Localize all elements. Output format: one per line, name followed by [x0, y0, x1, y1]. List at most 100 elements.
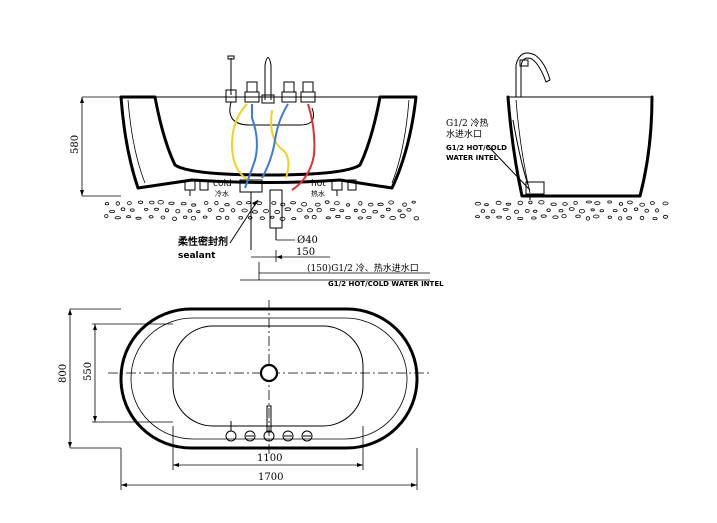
floor-pebble	[345, 216, 351, 220]
floor-pebble	[550, 202, 557, 206]
floor-pebble	[490, 209, 496, 214]
floor-pebble	[190, 215, 197, 221]
water-pipes	[230, 103, 316, 191]
floor-pebble	[361, 208, 367, 213]
sealant-leader	[229, 199, 259, 244]
floor-pebble	[594, 201, 601, 206]
floor-pebble	[517, 200, 523, 206]
pipe-diameter-label: Ø40	[297, 235, 318, 246]
valve-icon	[244, 430, 256, 442]
floor-pebble	[130, 208, 135, 212]
side-tub-outline	[506, 95, 654, 198]
side-floor-pebbles	[474, 200, 669, 221]
floor-pebble	[248, 215, 253, 220]
floor-pebble	[329, 207, 336, 211]
floor-pebble	[224, 203, 230, 207]
floor-pebble	[590, 208, 595, 212]
floor-pebble	[304, 215, 309, 219]
floor-pebble	[380, 214, 385, 218]
hot-pipe	[291, 103, 316, 191]
floor-pebble	[558, 209, 564, 213]
floor-pebble	[538, 200, 545, 205]
dim-550: 550	[83, 323, 173, 423]
floor-pebble	[175, 209, 181, 214]
floor-pebble	[480, 209, 486, 213]
floor-pebble	[399, 213, 406, 219]
floor-pebble	[505, 202, 512, 206]
floor-pebble	[561, 214, 567, 219]
floor-pebble	[389, 215, 396, 221]
floor-pebble	[612, 209, 618, 213]
floor-pebble	[290, 201, 297, 205]
floor-pebble	[377, 202, 384, 206]
floor-pebble	[274, 209, 281, 215]
floor-pebble	[562, 202, 568, 206]
floor-pebble	[263, 209, 269, 214]
floor-pebble	[662, 214, 669, 219]
floor-pebble	[126, 215, 132, 219]
front-feet	[184, 179, 357, 196]
floor-pebble	[314, 202, 321, 207]
floor-pebble	[316, 207, 322, 213]
floor-pebble	[357, 216, 363, 220]
floor-pebble	[138, 200, 144, 204]
inlet-en-label: G1/2 HOT/COLD WATER INTEL	[328, 280, 444, 288]
front-tub-outline	[119, 95, 418, 190]
floor-pebble	[203, 200, 209, 205]
floor-pebble	[135, 216, 142, 220]
floor-pebble	[271, 201, 277, 205]
floor-pebble	[214, 201, 219, 206]
floor-pebble	[413, 216, 420, 221]
top-tub-basin	[172, 325, 364, 427]
floor-pebble	[573, 200, 578, 205]
floor-pebble	[618, 216, 623, 221]
floor-pebble	[633, 207, 639, 211]
floor-pebble	[524, 208, 530, 213]
floor-pebble	[575, 214, 581, 218]
height-dimension: 580	[70, 96, 121, 197]
floor-pebble	[238, 216, 244, 220]
floor-pebble	[654, 208, 660, 213]
floor-pebble	[366, 216, 372, 219]
length-inner-label: 1100	[257, 453, 282, 464]
width-inner-label: 550	[83, 362, 94, 381]
floor-pebble	[495, 200, 502, 205]
floor-pebble	[114, 216, 121, 220]
floor-pebble	[171, 216, 177, 221]
cold-label-cn: 冷水	[215, 189, 229, 198]
floor-pebble	[546, 208, 551, 212]
dim-1700: 1700	[120, 448, 418, 490]
floor-pebble	[388, 200, 394, 205]
floor-pebble	[335, 214, 341, 219]
floor-pebble	[502, 207, 509, 211]
floor-pebble	[397, 209, 402, 213]
handheld-shower-icon	[225, 430, 237, 442]
floor-pebble	[120, 207, 126, 212]
floor-pebble	[202, 215, 208, 219]
floor-pebble	[540, 214, 547, 218]
floor-pebble	[607, 200, 612, 204]
floor-pebble	[148, 215, 154, 219]
top-faucet-row	[225, 405, 313, 442]
front-floor-pebbles	[104, 199, 420, 221]
floor-pebble	[650, 201, 655, 205]
floor-pebble	[104, 202, 110, 206]
inlet-cn-label: (150)G1/2 冷、热水进水口	[307, 262, 419, 274]
hot-label-cn: 热水	[311, 189, 325, 198]
floor-pebble	[639, 215, 645, 221]
side-inlet-cn-1: G1/2 冷热	[446, 117, 489, 129]
floor-pebble	[578, 208, 585, 214]
floor-pebble	[160, 215, 166, 220]
floor-pebble	[270, 215, 275, 219]
floor-pebble	[496, 215, 502, 219]
floor-pebble	[324, 200, 330, 204]
floor-pebble	[368, 202, 374, 207]
side-inlet-cn-2: 水进水口	[446, 128, 482, 140]
floor-pebble	[644, 208, 649, 213]
floor-pebble	[334, 201, 340, 206]
side-inlet-en-1: G1/2 HOT/COLD	[446, 144, 507, 152]
floor-pebble	[196, 210, 201, 214]
valve-icon	[301, 430, 313, 442]
floor-pebble	[485, 215, 490, 219]
